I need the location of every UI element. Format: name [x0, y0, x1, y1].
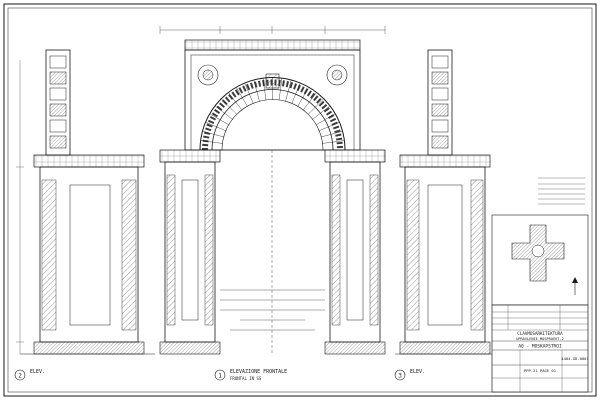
revision-table: [492, 305, 588, 331]
arch-spandrel-inner: [190, 54, 355, 151]
tower-panel: [49, 87, 67, 101]
view-number-center: 1: [218, 373, 222, 380]
sheet-inner-border: [7, 7, 593, 393]
voussoir-line: [318, 122, 340, 132]
rosette-left: [197, 64, 219, 86]
tower-panel: [49, 71, 67, 85]
view-number-right: 3: [398, 373, 402, 380]
legend-table: [538, 177, 585, 205]
voussoir-line: [228, 92, 243, 111]
north-arrow-icon: [572, 277, 578, 295]
voussoir-line: [202, 131, 225, 138]
center-left-pier: [159, 149, 221, 355]
title-block: CLAVMOSARKITEKTURA UPRAVLENIE MOSPROEKT-…: [491, 304, 589, 393]
sheet-reference: PPP-21 PAGE 01: [524, 368, 557, 373]
left-dim-lines: [16, 60, 24, 354]
view-title-right: ELEV.: [410, 369, 425, 375]
left-tower-panels: [49, 55, 67, 149]
voussoir-line: [322, 140, 344, 144]
rosette-right: [326, 64, 348, 86]
voussoir-line: [297, 87, 309, 107]
center-dimension-lines: [220, 150, 325, 354]
voussoir-line: [244, 83, 254, 104]
voussoir-line: [205, 122, 227, 132]
arch-intrados: [221, 99, 324, 151]
rosette-left-inner: [202, 69, 214, 81]
tower-panel: [431, 55, 449, 69]
voussoir-line: [278, 78, 283, 101]
drawing-number: 4404-GD-0001: [561, 356, 589, 361]
voussoir-line: [215, 106, 233, 120]
tower-panel: [49, 103, 67, 117]
view-title-center: ELEVAZIONE FRONTALE: [230, 369, 287, 375]
tower-panel: [49, 55, 67, 69]
view-label-right: 3 ELEV.: [394, 369, 425, 381]
project-code: A0 - MOSKAPSTROI: [518, 344, 562, 350]
rosette-right-inner: [331, 69, 343, 81]
voussoir-line: [315, 113, 335, 126]
drawing-title-line2: UPRAVLENIE MOSPROEKT-2: [516, 337, 564, 341]
view-subtitle-center: FRONTAL IN SS: [230, 376, 262, 381]
tower-panel: [49, 135, 67, 149]
voussoir-line: [307, 98, 324, 115]
attic-frame: [184, 39, 361, 51]
tower-panel: [431, 119, 449, 133]
tower-panel: [49, 119, 67, 133]
voussoir-line: [320, 131, 343, 138]
right-side-elevation: [395, 49, 495, 355]
view-title-left: ELEV.: [30, 369, 45, 375]
voussoir-line: [210, 113, 230, 126]
tower-panel: [431, 135, 449, 149]
center-arch-elevation: [159, 26, 386, 355]
keystone: [265, 73, 280, 89]
key-plan: [491, 214, 589, 306]
voussoir-line: [312, 106, 330, 120]
center-right-pier: [324, 149, 386, 355]
arch-voussoir-lines: [200, 78, 345, 151]
voussoir-line: [262, 78, 267, 101]
right-tower-panels: [431, 55, 449, 149]
voussoir-line: [201, 140, 223, 144]
tower-panel: [431, 87, 449, 101]
voussoir-line: [221, 98, 238, 115]
sheet-border: [3, 3, 597, 397]
view-label-center: 1 ELEVAZIONE FRONTALE FRONTAL IN SS: [214, 369, 287, 381]
voussoir-line: [302, 92, 317, 111]
voussoir-line: [291, 83, 301, 104]
top-dimension-chain: [159, 26, 386, 34]
drawing-title-line1: CLAVMOSARKITEKTURA: [517, 331, 563, 336]
left-side-elevation: [16, 49, 155, 355]
view-number-left: 2: [18, 373, 22, 380]
tower-panel: [431, 71, 449, 85]
view-label-left: 2 ELEV.: [14, 369, 45, 381]
tower-panel: [431, 103, 449, 117]
voussoir-line: [285, 80, 292, 102]
voussoir-line: [253, 80, 260, 102]
voussoir-line: [236, 87, 248, 107]
